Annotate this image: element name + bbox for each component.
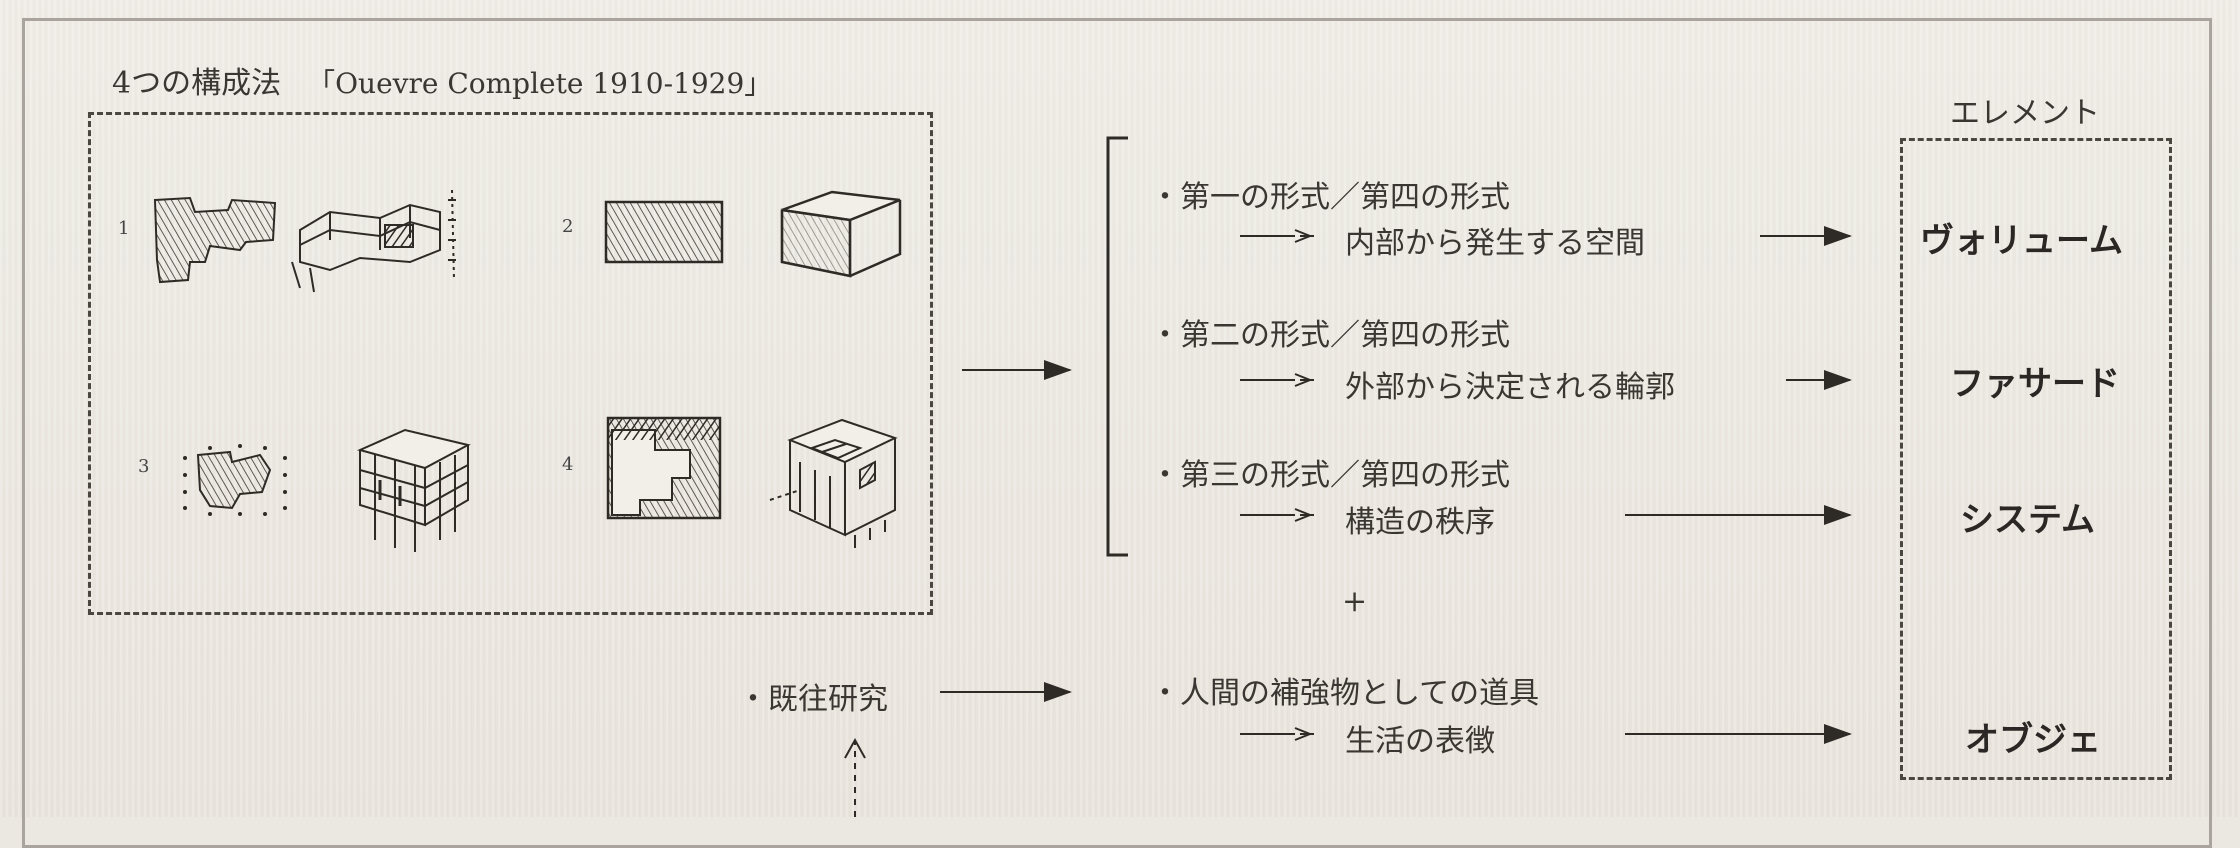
sketch-2-box: [780, 190, 902, 278]
dashed-up-arrow: [844, 737, 866, 817]
plus-sign: +: [1342, 584, 1368, 619]
sketch-number-4: 4: [562, 454, 574, 475]
form-2-connectors: [1240, 370, 1852, 390]
sketch-group-box: [88, 112, 933, 615]
sketch-4-plan: [606, 416, 722, 520]
form-3-sub: 構造の秩序: [1345, 505, 1495, 540]
form-1-connectors: [1240, 226, 1852, 246]
prior-research-label: ・既往研究: [738, 682, 888, 717]
elements-heading: エレメント: [1950, 96, 2100, 131]
sketch-1-axonometric: [291, 189, 456, 293]
sketch-number-3: 3: [138, 456, 150, 477]
tool-label: ・人間の補強物としての道具: [1150, 676, 1540, 711]
sketch-3-axonometric: [357, 428, 471, 552]
diagram-title: 4つの構成法「Ouevre Complete 1910-1929」: [112, 58, 772, 102]
sketch-number-1: 1: [118, 218, 130, 239]
form-1-sub: 内部から発生する空間: [1345, 226, 1645, 261]
tool-sub: 生活の表徴: [1345, 724, 1495, 759]
element-system: システム: [1960, 500, 2095, 540]
form-3-connectors: [1240, 505, 1852, 525]
form-3-label: ・第三の形式／第四の形式: [1150, 458, 1510, 493]
element-volume: ヴォリューム: [1920, 221, 2123, 261]
paper-background: [0, 0, 2240, 817]
form-2-label: ・第二の形式／第四の形式: [1150, 318, 1510, 353]
element-facade: ファサード: [1950, 364, 2120, 404]
sketch-2-plan: [604, 200, 724, 264]
form-1-label: ・第一の形式／第四の形式: [1150, 180, 1510, 215]
title-text: 4つの構成法: [112, 66, 282, 101]
diagram-graphics: [153, 136, 1852, 817]
sketch-number-2: 2: [562, 216, 574, 237]
sketch-1-plan: [153, 196, 277, 284]
sketch-4-axonometric: [769, 418, 898, 548]
element-box: [1900, 138, 2172, 780]
tool-connectors: [1240, 724, 1852, 744]
sketch-3-plan: [183, 444, 287, 516]
source-subtitle: 「Ouevre Complete 1910-1929」: [307, 67, 773, 100]
element-object: オブジェ: [1965, 720, 2101, 760]
form-2-sub: 外部から決定される輪郭: [1345, 370, 1675, 405]
